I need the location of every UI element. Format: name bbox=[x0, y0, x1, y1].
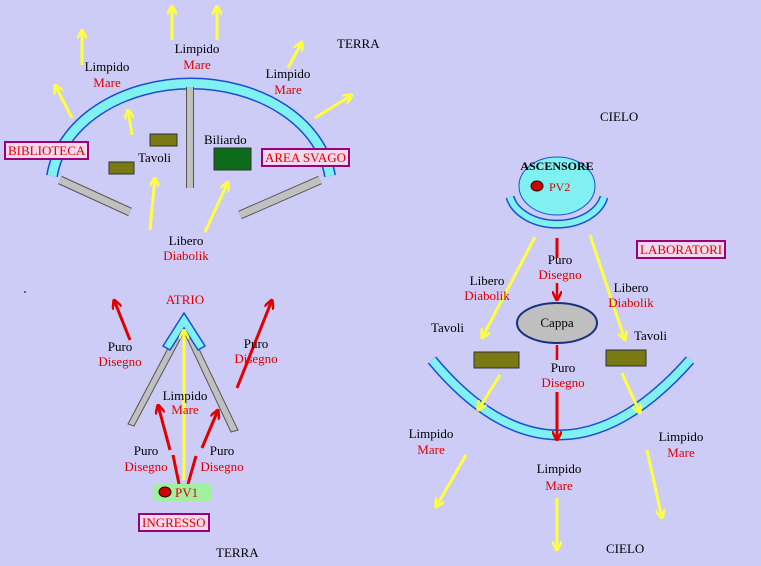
puro-label: Puro bbox=[550, 360, 576, 375]
cielo-top-label: CIELO bbox=[600, 109, 639, 124]
limpido-label: Limpido bbox=[408, 426, 454, 441]
puro-label: Puro bbox=[547, 252, 573, 267]
billiard-table bbox=[213, 147, 252, 171]
diabolik-label: Diabolik bbox=[464, 288, 510, 303]
disegno-label: Disegno bbox=[124, 459, 168, 474]
cappa-label: Cappa bbox=[540, 315, 574, 330]
tavoli-right-b-label: Tavoli bbox=[634, 328, 668, 343]
table-left-b bbox=[108, 161, 135, 175]
mare-label: Mare bbox=[667, 445, 695, 460]
puro-label: Puro bbox=[133, 443, 159, 458]
ingresso-box: INGRESSO bbox=[138, 513, 210, 532]
libero-label: Libero bbox=[469, 273, 505, 288]
tavoli-right-a-label: Tavoli bbox=[431, 320, 465, 335]
laboratori-box: LABORATORI bbox=[636, 240, 727, 259]
diabolik-label: Diabolik bbox=[163, 248, 209, 263]
biblioteca-box: BIBLIOTECA bbox=[4, 141, 90, 160]
ascensore-circle bbox=[518, 156, 596, 216]
cielo-bottom-label: CIELO bbox=[606, 541, 645, 556]
atrio-label: ATRIO bbox=[165, 292, 205, 307]
mare-label: Mare bbox=[545, 478, 573, 493]
puro-label: Puro bbox=[107, 339, 133, 354]
disegno-label: Disegno bbox=[234, 351, 278, 366]
terra-top-label: TERRA bbox=[337, 36, 380, 51]
pv1-marker-icon bbox=[158, 486, 172, 498]
libero-label: Libero bbox=[613, 280, 649, 295]
mare-label: Mare bbox=[183, 57, 211, 72]
disegno-label: Disegno bbox=[98, 354, 142, 369]
libero-label: Libero bbox=[168, 233, 204, 248]
tavoli-left-label: Tavoli bbox=[138, 150, 172, 165]
disegno-label: Disegno bbox=[538, 267, 582, 282]
limpido-label: Limpido bbox=[658, 429, 704, 444]
biliardo-label: Biliardo bbox=[204, 132, 247, 147]
disegno-label: Disegno bbox=[200, 459, 244, 474]
limpido-label: Limpido bbox=[265, 66, 311, 81]
cappa-ellipse bbox=[516, 302, 598, 344]
mare-label: Mare bbox=[171, 402, 199, 417]
table-right-b bbox=[605, 349, 647, 367]
limpido-label: Limpido bbox=[162, 388, 208, 403]
mare-label: Mare bbox=[274, 82, 302, 97]
terra-bottom-label: TERRA bbox=[216, 545, 259, 560]
pv2-label: PV2 bbox=[549, 180, 571, 194]
mare-label: Mare bbox=[417, 442, 445, 457]
puro-label: Puro bbox=[209, 443, 235, 458]
limpido-label: Limpido bbox=[84, 59, 130, 74]
ascensore-label: ASCENSORE bbox=[520, 159, 594, 173]
pv2-marker-icon bbox=[530, 180, 544, 192]
mare-label: Mare bbox=[93, 75, 121, 90]
limpido-label: Limpido bbox=[174, 41, 220, 56]
area-svago-box: AREA SVAGO bbox=[261, 148, 351, 167]
limpido-label: Limpido bbox=[536, 461, 582, 476]
puro-label: Puro bbox=[243, 336, 269, 351]
disegno-label: Disegno bbox=[541, 375, 585, 390]
table-right-a bbox=[473, 351, 520, 369]
pv1-label: PV1 bbox=[175, 485, 199, 500]
table-left-a bbox=[149, 133, 178, 147]
diabolik-label: Diabolik bbox=[608, 295, 654, 310]
